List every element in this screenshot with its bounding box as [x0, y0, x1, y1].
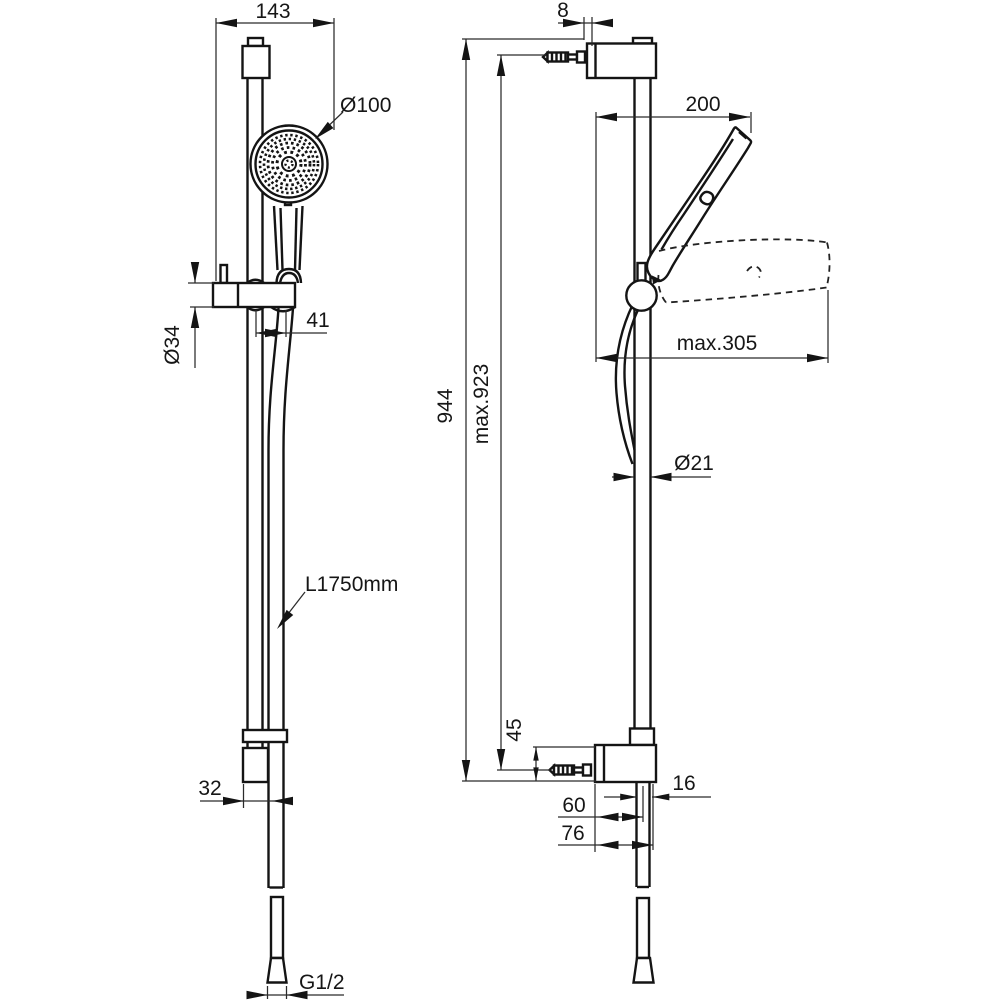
dim-label-bracket-width: 32	[198, 777, 221, 800]
hand-shower-rotated-outline	[657, 238, 831, 304]
slider-holder-side	[625, 261, 662, 312]
dim-label-overall-width: 143	[255, 0, 290, 23]
dim-hose-length: L1750mm	[273, 573, 398, 632]
slide-rail-side	[633, 78, 652, 728]
dim-76: 76	[558, 822, 653, 850]
side-view: 8 944 max.923 200	[434, 0, 831, 984]
shower-hose-side-curve	[614, 303, 639, 465]
dim-label-rail-hose-offset: 41	[306, 309, 329, 332]
shower-hose-side-lower	[632, 782, 655, 984]
rail-bottom-collar-side	[628, 727, 656, 747]
dim-label-bracket-height: 45	[503, 718, 526, 741]
slider-lock-pin	[219, 263, 229, 285]
hand-shower-side	[645, 126, 753, 283]
bottom-bracket-front	[241, 728, 289, 784]
dim-rail-diameter: Ø21	[612, 452, 714, 482]
dim-label-rail-height: 944	[434, 388, 457, 423]
wall-anchor-screw-top	[541, 50, 587, 64]
dim-45: 45	[503, 718, 595, 781]
dim-143: 143	[215, 0, 335, 281]
dim-label-rail-diameter: Ø21	[674, 452, 714, 475]
dim-60: 60	[558, 784, 644, 852]
dim-label-head-diameter: Ø100	[340, 94, 391, 117]
hose-nut-side	[632, 956, 655, 984]
dim-label-hose-diameter: 16	[672, 772, 695, 795]
slider-holder-front	[211, 263, 297, 313]
spray-mode-lever	[699, 190, 715, 206]
wall-anchor-screw-bottom	[547, 763, 593, 777]
top-wall-bracket	[541, 36, 658, 80]
dim-label-thread-size: G1/2	[299, 971, 345, 994]
dim-max-305: max.305	[596, 290, 829, 363]
slider-lock-pin-side	[636, 261, 647, 283]
dim-thread: G1/2	[246, 971, 345, 1000]
dim-label-handle-reach: 200	[685, 93, 720, 116]
dim-head-diameter: Ø100	[312, 94, 391, 143]
spray-mode-lever-rotated	[746, 265, 762, 279]
dim-8: 8	[557, 0, 613, 46]
dim-label-wall-offset-60: 60	[562, 794, 585, 817]
dim-32: 32	[198, 777, 293, 808]
front-view: 143 Ø100 Ø34 41	[161, 0, 398, 1000]
dim-16: 16	[604, 772, 711, 850]
dim-label-max-fixing-height: max.923	[470, 364, 493, 445]
dim-label-hose-length: L1750mm	[305, 573, 398, 596]
bracket-collar-front	[241, 728, 289, 744]
dim-label-wall-offset-76: 76	[561, 822, 584, 845]
dim-944: 944	[434, 38, 596, 782]
bracket-body-front	[241, 746, 270, 784]
bottom-wall-bracket	[547, 727, 658, 784]
dim-label-plate-thickness: 8	[557, 0, 569, 22]
dim-slider-diameter: Ø34	[161, 262, 214, 368]
shower-hose-front	[266, 307, 295, 984]
dim-200: 200	[595, 93, 752, 362]
dim-label-slider-diameter: Ø34	[161, 325, 184, 365]
slider-knob	[625, 279, 658, 312]
rail-top-cap	[241, 44, 271, 80]
hose-nut-front	[266, 956, 288, 984]
spray-face-nozzles	[258, 133, 320, 195]
dim-label-max-reach: max.305	[677, 332, 758, 355]
hand-shower-front	[249, 124, 329, 284]
dim-41: 41	[255, 309, 330, 338]
dim-max-923: max.923	[470, 54, 550, 771]
